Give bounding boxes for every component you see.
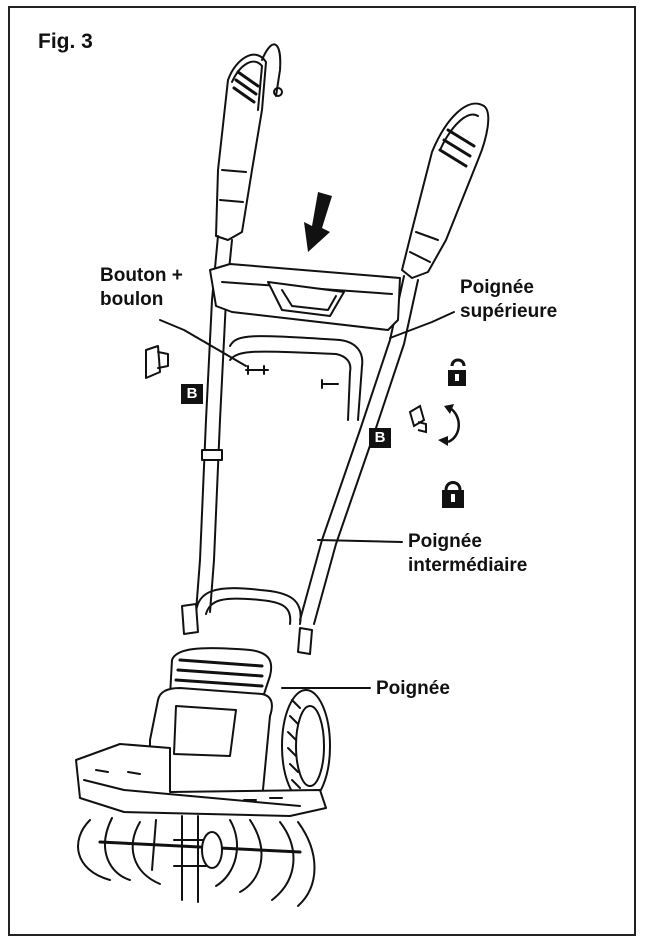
leader-upper-handle: [389, 311, 455, 339]
middle-handle-label-line1: Poignée: [408, 531, 482, 552]
tiller-tines: [77, 815, 316, 907]
badge-b-left: B: [181, 384, 203, 404]
upper-handle-label-line2: supérieure: [460, 301, 558, 322]
badge-b-right: B: [369, 428, 391, 448]
leader-middle-handle: [317, 539, 403, 543]
tiller-deck: [75, 743, 327, 817]
lower-handle-label: Poignée: [376, 678, 450, 699]
control-panel: [209, 263, 401, 331]
wheel: [281, 689, 331, 803]
bolt-label-line2: boulon: [100, 289, 164, 310]
unlocked-padlock-icon: [448, 358, 466, 386]
right-upper-handle: [401, 102, 490, 279]
left-upper-handle: [215, 43, 283, 241]
figure-title: Fig. 3: [38, 30, 93, 53]
lower-handle: [181, 587, 313, 655]
upper-handle-label-line1: Poignée: [460, 277, 534, 298]
bolt-label-line1: Bouton +: [100, 265, 183, 286]
middle-handle-label-line2: intermédiaire: [408, 555, 528, 576]
down-arrow-icon: [304, 192, 332, 252]
motor-housing: [149, 647, 273, 801]
rotate-arrows-icon: [408, 404, 460, 446]
locked-padlock-icon: [442, 481, 464, 508]
